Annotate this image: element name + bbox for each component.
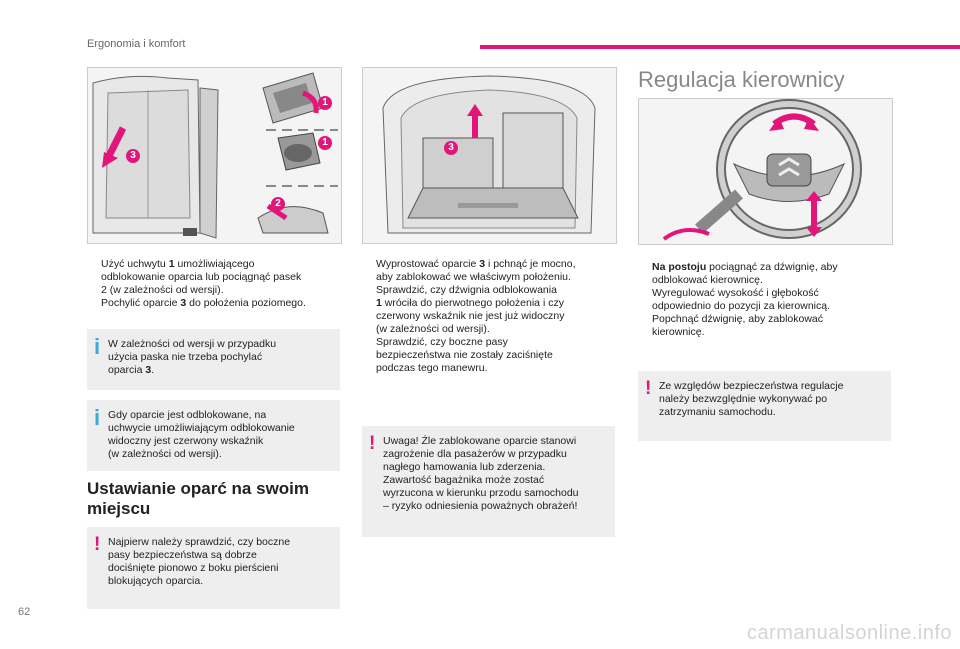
warning-icon: ! [369,433,376,454]
list-item: Wyprostować oparcie 3 i pchnąć je mocno,… [376,258,576,283]
list-item: Użyć uchwytu 1 umożliwiającego odblokowa… [101,258,302,296]
info-box-indicator: i Gdy oparcie jest odblokowane, na uchwy… [87,400,340,471]
list-item: Pochylić oparcie 3 do położenia poziomeg… [101,297,306,309]
warning-icon: ! [645,378,652,399]
page-number: 62 [18,606,31,618]
info-icon: i [94,334,101,359]
warning-box-lock: ! Uwaga! Źle zablokowane oparcie stanowi… [362,426,615,537]
watermark: carmanualsonline.info [746,622,952,644]
warning-box-belts: ! Najpierw należy sprawdzić, czy boczne … [87,527,340,609]
header-accent-bar [480,45,960,49]
steering-wheel-illustration [638,98,893,245]
col1-bullet-list: Użyć uchwytu 1 umożliwiającego odblokowa… [87,258,342,310]
callout-1-middle: 1 [318,136,332,150]
callout-2: 2 [271,197,285,211]
list-item: Sprawdzić, czy boczne pasy bezpieczeństw… [376,336,553,374]
callout-3-trunk: 3 [444,141,458,155]
warning-box-steering: ! Ze względów bezpieczeństwa regulacje n… [638,371,891,441]
list-item: Wyregulować wysokość i głębokość odpowie… [652,287,831,312]
info-icon: i [94,405,101,430]
col2-bullet-list: Wyprostować oparcie 3 i pchnąć je mocno,… [362,258,617,375]
list-item: Na postoju pociągnąć za dźwignię, aby od… [652,261,838,286]
callout-3: 3 [126,149,140,163]
list-item: Popchnąć dźwignię, aby zablokować kierow… [652,313,824,338]
section-title: Ustawianie oparć na swoim miejscu [87,479,310,518]
trunk-illustration [362,67,617,244]
list-item: Sprawdzić, czy dźwignia odblokowania 1 w… [376,284,565,335]
callout-1-top: 1 [318,96,332,110]
warning-icon: ! [94,534,101,555]
page-title: Regulacja kierownicy [638,67,845,92]
col3-bullet-list: Na postoju pociągnąć za dźwignię, aby od… [638,261,893,339]
header-title: Ergonomia i komfort [87,38,186,50]
seat-fold-illustration [87,67,342,244]
info-box-strap: i W zależności od wersji w przypadku uży… [87,329,340,390]
